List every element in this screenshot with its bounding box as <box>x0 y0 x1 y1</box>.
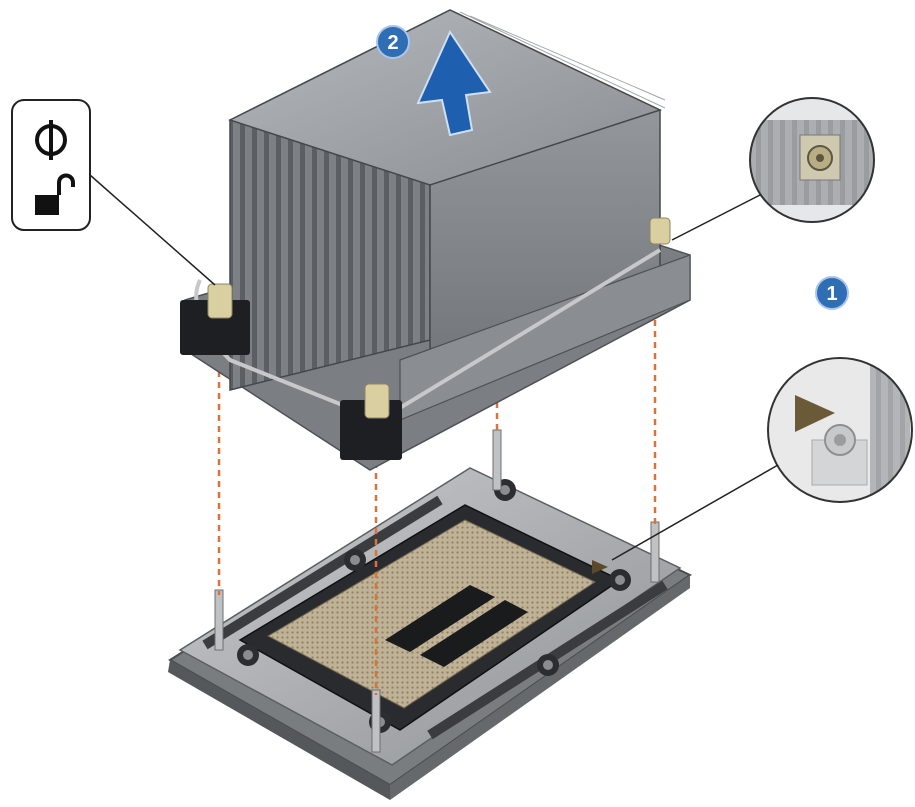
socket-frame-edge-right <box>390 575 690 800</box>
step-two-callout: 2 <box>376 25 410 59</box>
socket-corner-nuts <box>237 479 631 733</box>
step-two-label: 2 <box>387 32 398 54</box>
step-one-label: 1 <box>826 283 837 305</box>
top-detail-leader-line <box>671 194 761 241</box>
heatsink-top-ridges <box>459 11 666 109</box>
lift-up-arrow <box>416 29 492 137</box>
heatsink <box>180 9 691 471</box>
captive-screw-detail <box>671 97 875 241</box>
cpu-socket-assembly <box>168 429 692 800</box>
carrier-rail-left <box>202 495 443 650</box>
socket-pin-one-marker <box>592 560 608 574</box>
socket-slot-2 <box>420 600 528 667</box>
bottom-detail-leader-line <box>611 464 779 561</box>
step-one-callout: 1 <box>815 276 849 310</box>
unlock-icon <box>35 173 75 215</box>
pin-one-triangle-detail <box>611 357 913 561</box>
torx-screwdriver-icon <box>35 120 67 160</box>
tool-legend <box>11 99 216 286</box>
captive-screws <box>207 217 671 419</box>
alignment-guide-lines <box>217 320 657 695</box>
socket-frame-edge <box>168 660 390 800</box>
socket-slot-1 <box>385 585 495 652</box>
legend-leader-line <box>89 174 216 286</box>
